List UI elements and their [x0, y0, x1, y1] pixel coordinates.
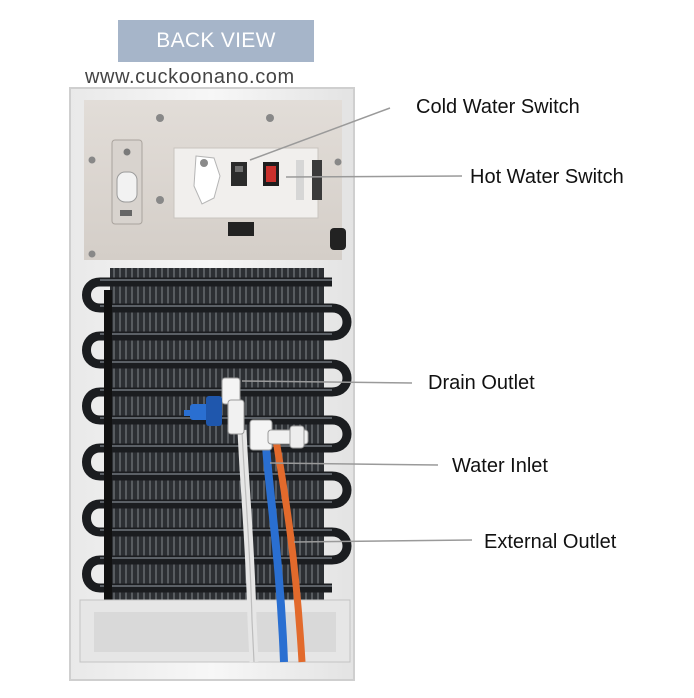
leader-drain [241, 380, 413, 384]
tubes [184, 377, 309, 663]
power-switch-icon [231, 162, 247, 186]
leader-inlet [269, 462, 439, 466]
leader-external [293, 539, 473, 543]
valve-icon [221, 377, 245, 435]
leader-cold [249, 107, 391, 161]
valve-icon [249, 419, 309, 451]
left-bracket [111, 139, 164, 225]
callout-hot-water-switch: Hot Water Switch [470, 166, 624, 188]
callout-cold-water-switch: Cold Water Switch [416, 96, 580, 118]
cabinet-base [79, 599, 351, 663]
power-switch-icon [263, 162, 279, 186]
callout-drain-outlet: Drain Outlet [428, 372, 535, 394]
switch-plate [173, 147, 346, 250]
leader-hot [285, 175, 463, 178]
callout-external-outlet: External Outlet [484, 531, 617, 553]
banner-title: BACK VIEW [156, 29, 276, 52]
website-url: www.cuckoonano.com [85, 66, 295, 88]
condenser-coil [82, 268, 352, 620]
callout-water-inlet: Water Inlet [452, 455, 548, 477]
valve-icon [184, 396, 222, 426]
back-view-banner: BACK VIEW [118, 20, 314, 62]
